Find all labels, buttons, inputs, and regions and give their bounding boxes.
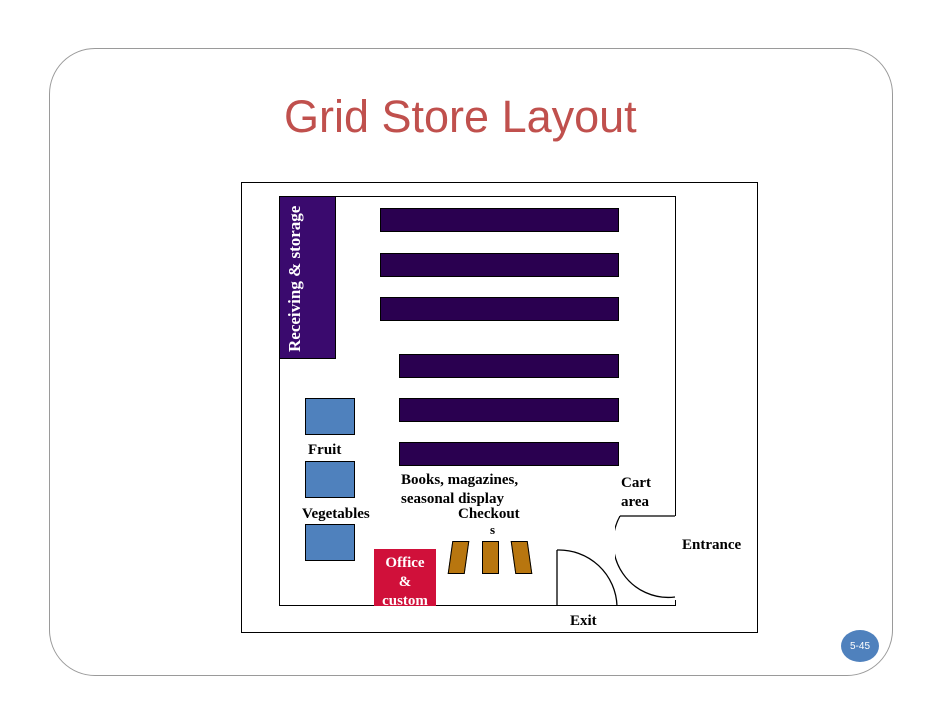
receiving-storage-area xyxy=(279,196,336,359)
exit-door-icon xyxy=(556,549,618,607)
vegetables-label: Vegetables xyxy=(302,506,370,522)
entrance-label: Entrance xyxy=(682,537,742,553)
office-label-line2: & xyxy=(398,574,412,590)
exit-label: Exit xyxy=(570,613,597,629)
office-label-line1: Office xyxy=(385,555,425,571)
shelf-aisle xyxy=(399,398,619,422)
entrance-door-icon xyxy=(615,515,676,599)
cart-area-label-line1: Cart xyxy=(621,475,651,491)
slide-title: Grid Store Layout xyxy=(284,91,637,142)
vegetables-display xyxy=(305,461,355,498)
entrance-opening xyxy=(673,516,678,600)
store-floor xyxy=(279,196,676,606)
shelf-aisle xyxy=(380,208,619,232)
books-label-line1: Books, magazines, xyxy=(401,472,519,488)
receiving-storage-label: Receiving & storage xyxy=(285,205,304,352)
shelf-aisle xyxy=(380,297,619,321)
fruit-display xyxy=(305,398,355,435)
checkout-counter xyxy=(482,541,499,574)
checkouts-label-line2: s xyxy=(490,522,496,534)
checkouts-label-line1: Checkout xyxy=(458,506,520,522)
shelf-aisle xyxy=(399,442,619,466)
office-label-line3: custom xyxy=(382,593,428,606)
office-customer-service: Office & custom xyxy=(374,549,436,606)
books-label-line2: seasonal display xyxy=(401,491,504,507)
vegetables-display xyxy=(305,524,355,561)
page-number-badge: 5-45 xyxy=(841,630,879,662)
shelf-aisle xyxy=(399,354,619,378)
cart-area-label-line2: area xyxy=(621,494,650,510)
shelf-aisle xyxy=(380,253,619,277)
fruit-label: Fruit xyxy=(308,442,342,458)
